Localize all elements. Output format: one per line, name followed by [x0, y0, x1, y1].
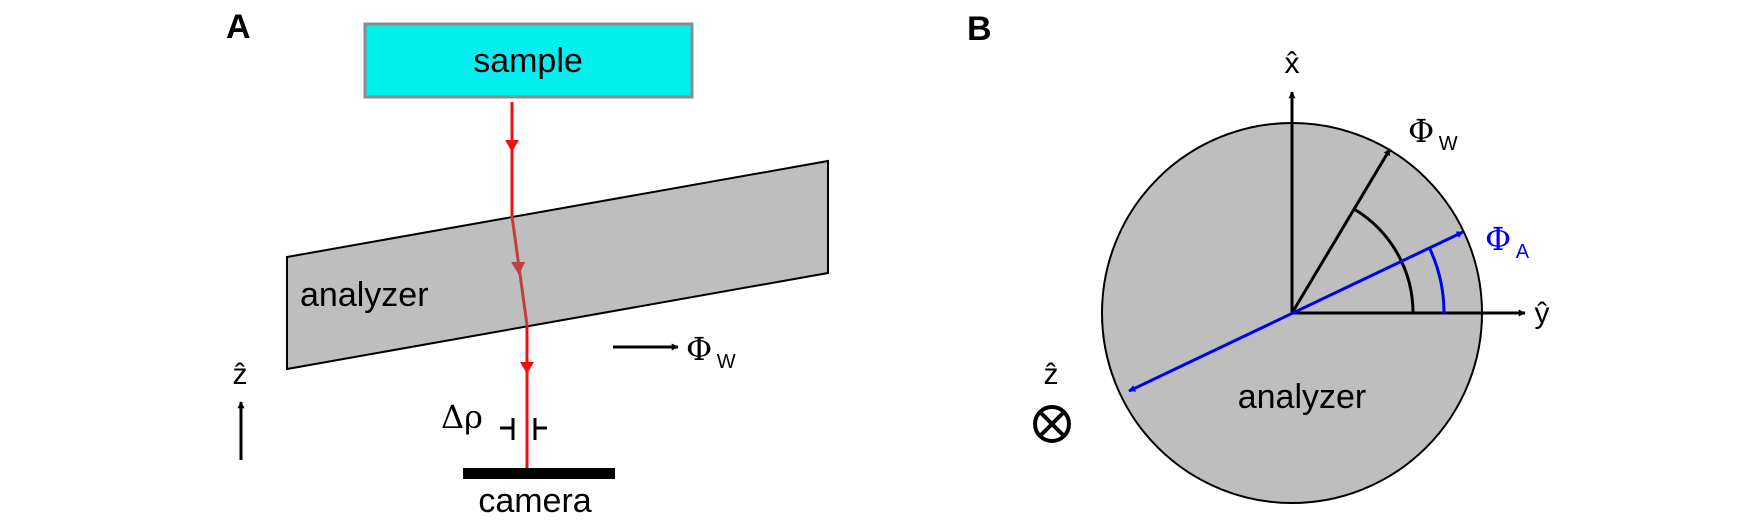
phi-a-angle-arc	[1427, 246, 1446, 314]
analyzer-label-b: analyzer	[1238, 378, 1367, 416]
panel-b-letter: B	[967, 10, 992, 48]
panel-b: B analyzer x̂ ŷ Φ W Φ A ẑ	[967, 10, 1550, 504]
sample-box	[363, 22, 694, 99]
beam-arrow-1	[505, 140, 519, 152]
z-axis-label-b: ẑ	[1044, 358, 1059, 391]
camera-label: camera	[478, 482, 591, 520]
x-axis-label-b: x̂	[1285, 47, 1300, 80]
phi-a-vector	[1128, 230, 1464, 393]
phi-a-label-b: Φ A	[1485, 220, 1530, 263]
y-axis-label-b: ŷ	[1535, 297, 1550, 330]
sample-label: sample	[473, 42, 583, 80]
phi-w-label-b: Φ W	[1408, 112, 1458, 155]
camera-bar	[463, 468, 615, 479]
analyzer-label-a: analyzer	[300, 276, 429, 314]
z-axis-label-a: ẑ	[233, 358, 248, 391]
beam-arrow-2	[511, 262, 525, 275]
analyzer-slab	[286, 159, 829, 371]
phi-w-label-a: Φ W	[686, 330, 736, 373]
delta-rho-label: Δρ	[441, 398, 483, 436]
panel-a: A sample analyzer Δρ camera ẑ Φ W	[226, 8, 829, 520]
beam-arrow-3	[520, 362, 534, 374]
panel-a-letter: A	[226, 8, 251, 46]
into-page-icon	[1033, 405, 1071, 443]
